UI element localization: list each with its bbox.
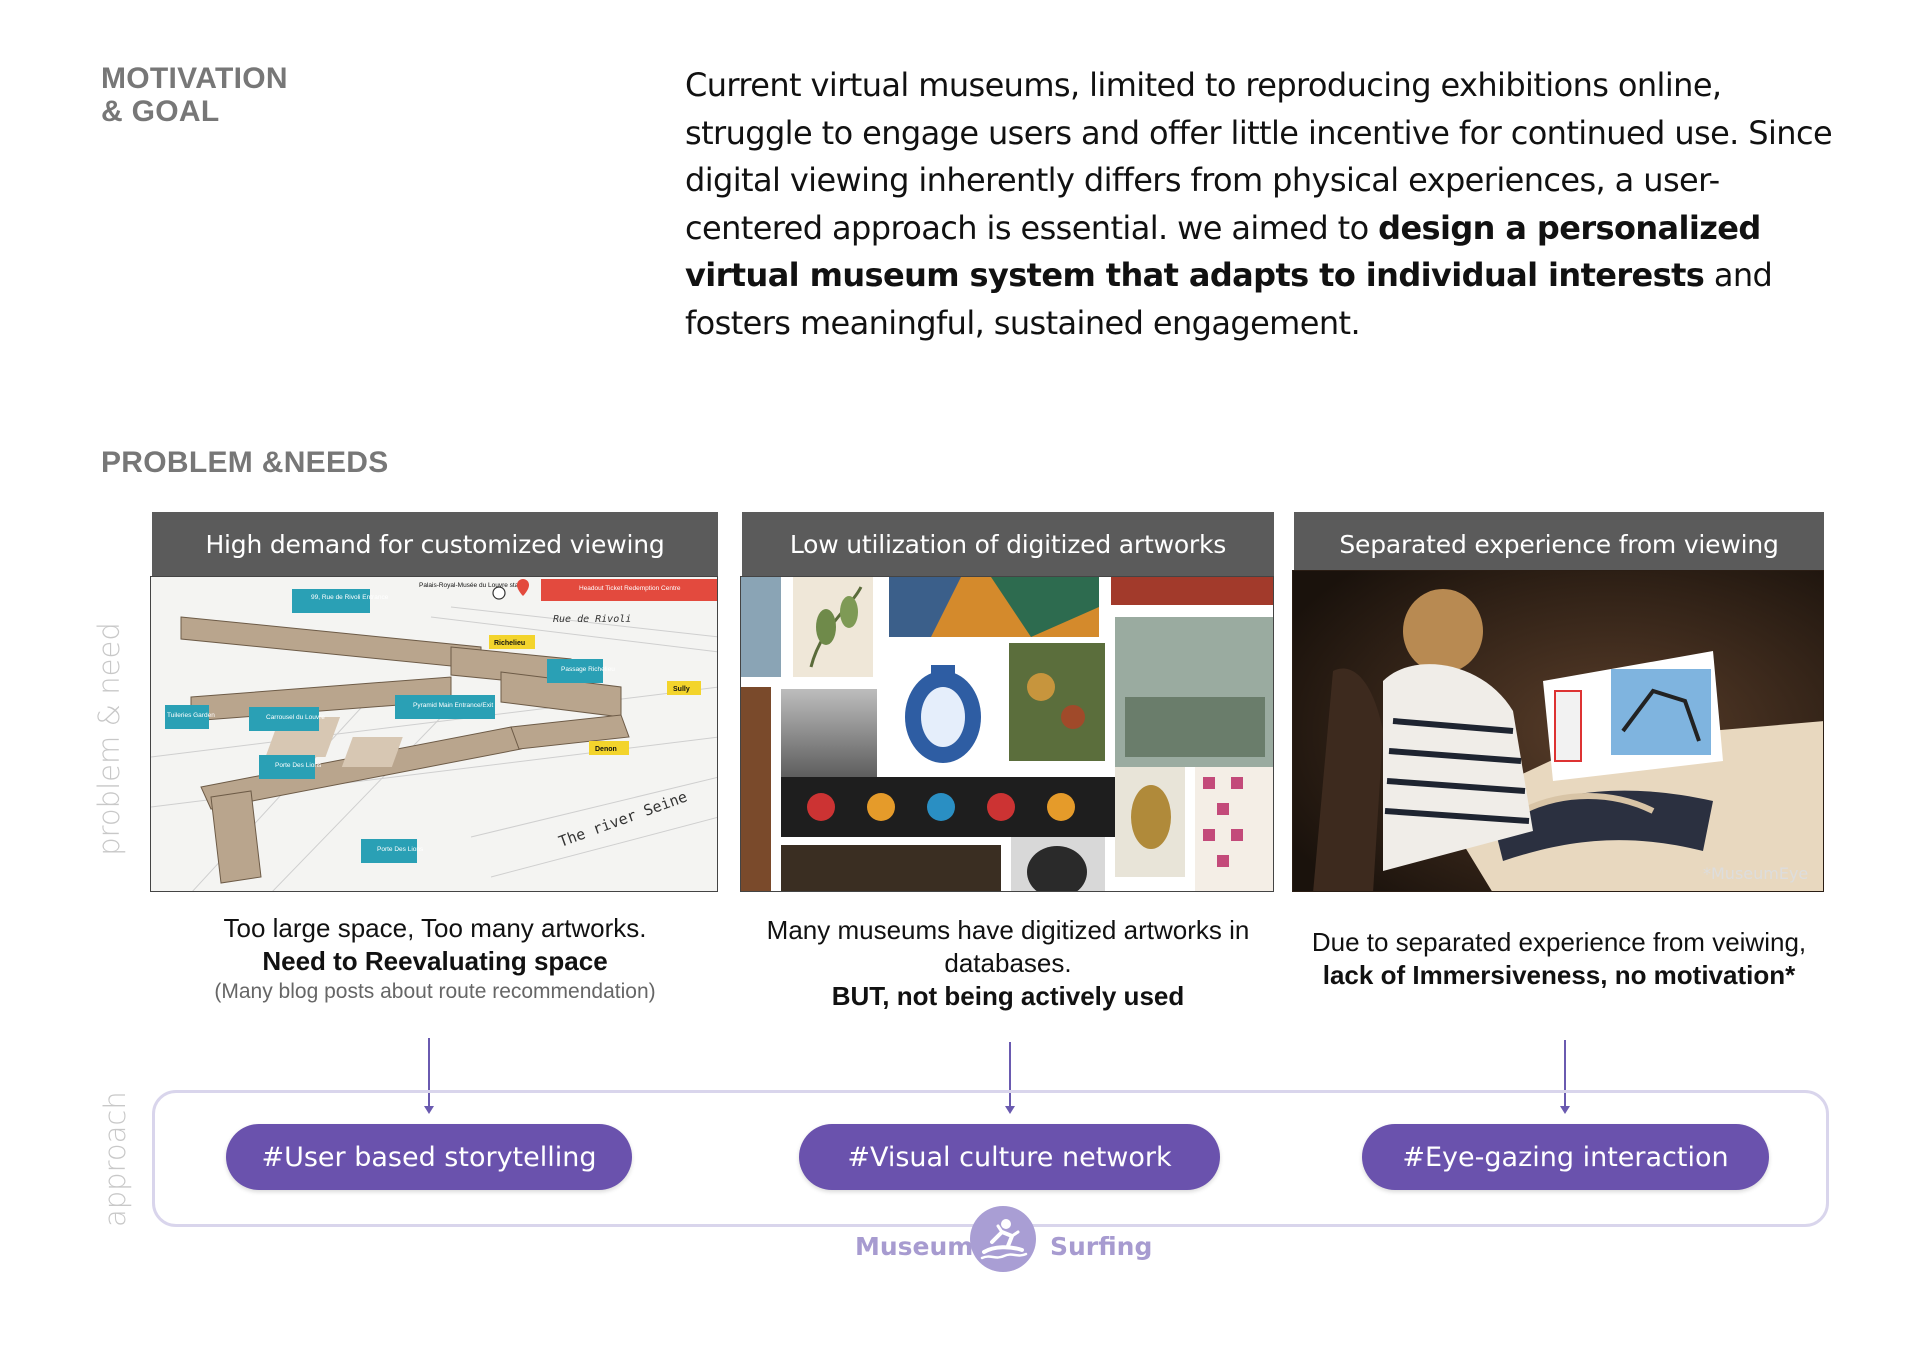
map-label-sully: Sully — [673, 686, 690, 693]
photo-watermark: *MuseumEye — [1703, 864, 1808, 883]
motivation-text-bold: design a personalized virtual museum sys… — [685, 208, 1761, 295]
brand-surfing: Surfing — [1050, 1232, 1153, 1261]
map-label-entrance: 99, Rue de Rivoli Entrance — [311, 594, 389, 601]
approach-side-label: approach — [98, 1091, 132, 1227]
museumeye-illustration: *MuseumEye — [1293, 571, 1823, 891]
arrow-connector — [1564, 1040, 1566, 1108]
problem-heading: PROBLEM &NEEDS — [101, 446, 389, 479]
map-label-pyramid: Pyramid Main Entrance/Exit — [413, 702, 493, 709]
map-label-station: Palais-Royal-Musée du Louvre station — [419, 582, 529, 589]
motivation-heading-line1: MOTIVATION — [101, 62, 288, 95]
map-label-porte2: Porte Des Lions — [377, 846, 424, 853]
panel-header-customized-viewing: High demand for customized viewing — [152, 512, 718, 576]
brand-museum: Museum — [855, 1232, 974, 1261]
louvre-map-image: The river Seine Rue de Rivoli 99, Rue de… — [150, 576, 718, 892]
motivation-text-part2: and fosters meaningful, sustained engage… — [685, 256, 1773, 342]
arrow-connector — [1009, 1042, 1011, 1108]
caption-line: Too large space, Too many artworks. — [223, 913, 647, 943]
caption-bold: Need to Reevaluating space — [262, 946, 608, 976]
panel-header-digitized-artworks: Low utilization of digitized artworks — [742, 512, 1274, 576]
motivation-paragraph: Current virtual museums, limited to repr… — [685, 62, 1845, 347]
caption-line: Many museums have digitized artworks in … — [766, 915, 1250, 978]
caption-line: Due to separated experience from veiwing… — [1311, 927, 1807, 957]
problem-side-label: problem & need — [92, 622, 126, 856]
map-label-ticket: Headout Ticket Redemption Centre — [579, 585, 681, 592]
panel-caption-digitized-artworks: Many museums have digitized artworks in … — [742, 914, 1274, 1013]
artwork-collage-illustration — [741, 577, 1273, 891]
map-label-carrousel: Carrousel du Louvre — [266, 714, 325, 721]
surfer-icon — [980, 1219, 1028, 1260]
arrow-down-icon — [1004, 1106, 1015, 1114]
arrow-down-icon — [1559, 1106, 1570, 1114]
location-pin-icon — [517, 579, 529, 596]
map-label-richelieu: Richelieu — [494, 640, 525, 647]
surfer-logo-icon — [970, 1206, 1036, 1272]
motivation-heading-line2: & GOAL — [101, 95, 220, 128]
map-label-denon: Denon — [595, 746, 617, 753]
caption-bold: BUT, not being actively used — [831, 981, 1185, 1011]
motivation-text-part1: Current virtual museums, limited to repr… — [685, 66, 1833, 247]
map-label-passage: Passage Richelieu — [561, 666, 615, 673]
panel-header-separated-experience: Separated experience from viewing — [1294, 512, 1824, 576]
pill-visual-culture-network[interactable]: #Visual culture network — [799, 1124, 1220, 1190]
artwork-collage-image — [740, 576, 1274, 892]
map-label-porte1: Porte Des Lions — [275, 762, 322, 769]
metro-icon — [492, 586, 506, 600]
caption-bold: lack of Immersiveness, no motivation* — [1322, 960, 1796, 990]
panel-caption-customized-viewing: Too large space, Too many artworks. Need… — [152, 912, 718, 1006]
pill-eye-gazing[interactable]: #Eye-gazing interaction — [1362, 1124, 1769, 1190]
museumeye-photo: *MuseumEye — [1292, 570, 1824, 892]
pill-user-storytelling[interactable]: #User based storytelling — [226, 1124, 632, 1190]
caption-note: (Many blog posts about route recommendat… — [214, 980, 656, 1003]
louvre-map-illustration: The river Seine Rue de Rivoli 99, Rue de… — [151, 577, 717, 891]
arrow-down-icon — [423, 1106, 434, 1114]
arrow-connector — [428, 1038, 430, 1108]
motivation-heading: MOTIVATION & GOAL — [101, 62, 288, 128]
map-street-label: Rue de Rivoli — [553, 614, 631, 625]
panel-caption-separated-experience: Due to separated experience from veiwing… — [1294, 926, 1824, 992]
map-label-tuileries: Tuileries Garden — [167, 712, 215, 719]
